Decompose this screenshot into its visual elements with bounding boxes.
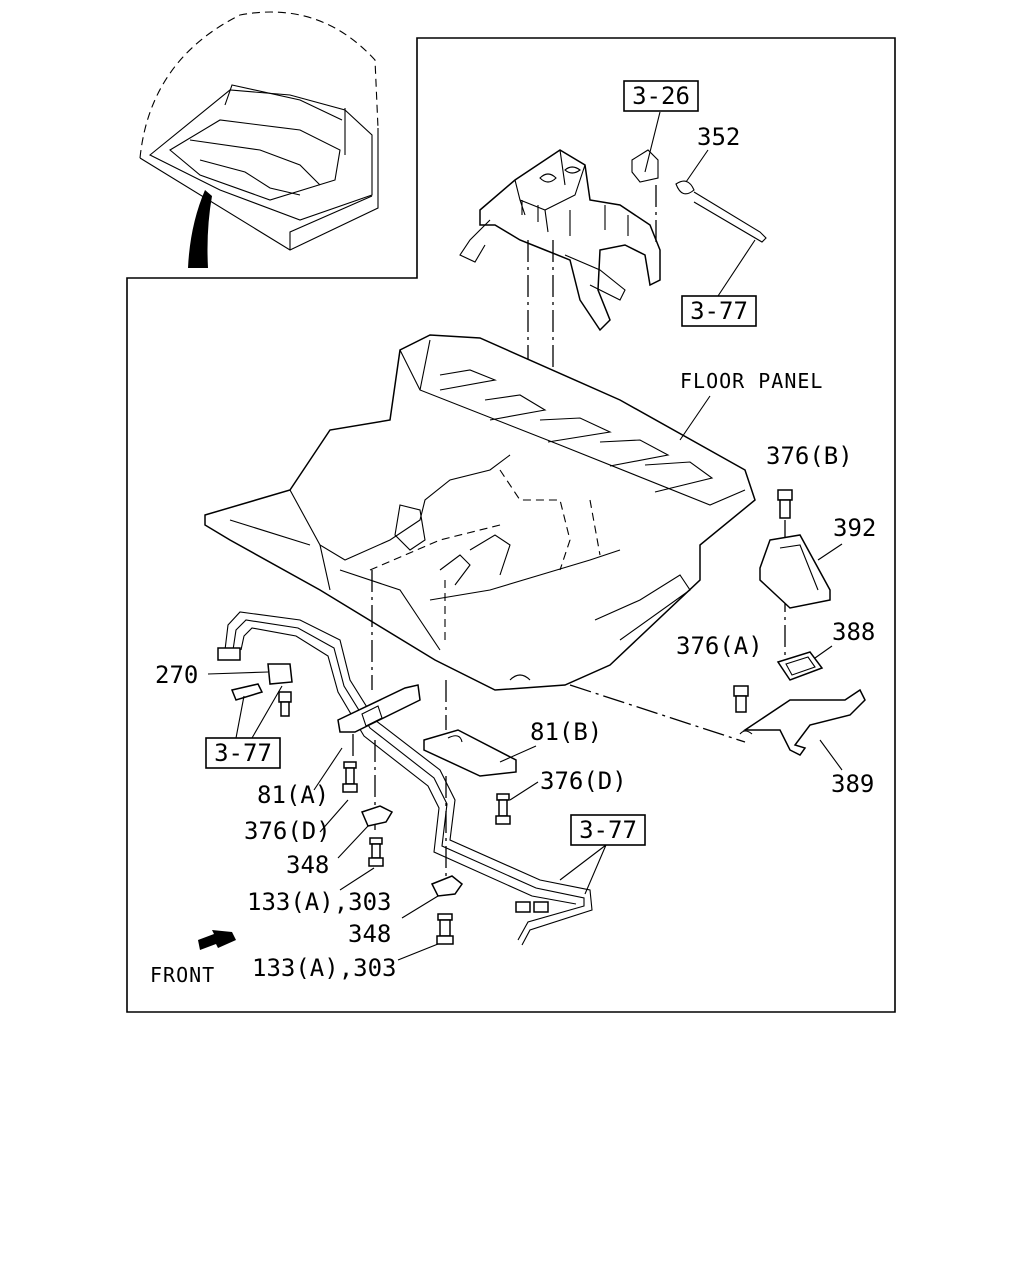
floor-panel <box>204 334 756 691</box>
front-arrow-icon <box>198 930 236 950</box>
callout-ref-3-77-left: 3-77 <box>205 685 283 769</box>
diagram-frame <box>126 37 896 1013</box>
ref-3-77-bottom-label: 3-77 <box>579 816 637 844</box>
callout-ref-3-26: 3-26 <box>623 80 699 173</box>
part-352-label: 352 <box>697 123 740 151</box>
ref-3-26-label: 3-26 <box>632 82 690 110</box>
part-392-label: 392 <box>833 514 876 542</box>
ref-3-77-top-label: 3-77 <box>690 297 748 325</box>
lower-pipe-assembly: 270 3-77 81(B) 376(D) 3-77 <box>155 570 646 982</box>
upper-bracket-assembly <box>459 149 767 332</box>
right-brackets: 376(B) 392 388 376(A) 389 <box>569 442 876 798</box>
part-348-upper-label: 348 <box>286 851 329 879</box>
cab-locator-inset <box>139 11 379 268</box>
part-376a-label: 376(A) <box>676 632 763 660</box>
front-label: FRONT <box>150 963 215 987</box>
locator-arrow-icon <box>188 190 212 268</box>
part-81b-label: 81(B) <box>530 718 602 746</box>
part-376b-label: 376(B) <box>766 442 853 470</box>
part-81a-label: 81(A) <box>257 781 329 809</box>
part-388-label: 388 <box>832 618 875 646</box>
part-389-label: 389 <box>831 770 874 798</box>
callout-ref-3-77-top: 3-77 <box>681 239 757 327</box>
part-348-lower-label: 348 <box>348 920 391 948</box>
part-376d-left-label: 376(D) <box>244 817 331 845</box>
part-133a-upper-label: 133(A),303 <box>247 888 392 916</box>
ref-3-77-left-label: 3-77 <box>214 739 272 767</box>
part-376d-right-label: 376(D) <box>540 767 627 795</box>
part-133a-lower-label: 133(A),303 <box>252 954 397 982</box>
part-270-label: 270 <box>155 661 198 689</box>
front-indicator: FRONT <box>150 930 236 987</box>
floor-panel-label: FLOOR PANEL <box>680 369 823 393</box>
callout-ref-3-77-bottom: 3-77 <box>559 814 646 895</box>
